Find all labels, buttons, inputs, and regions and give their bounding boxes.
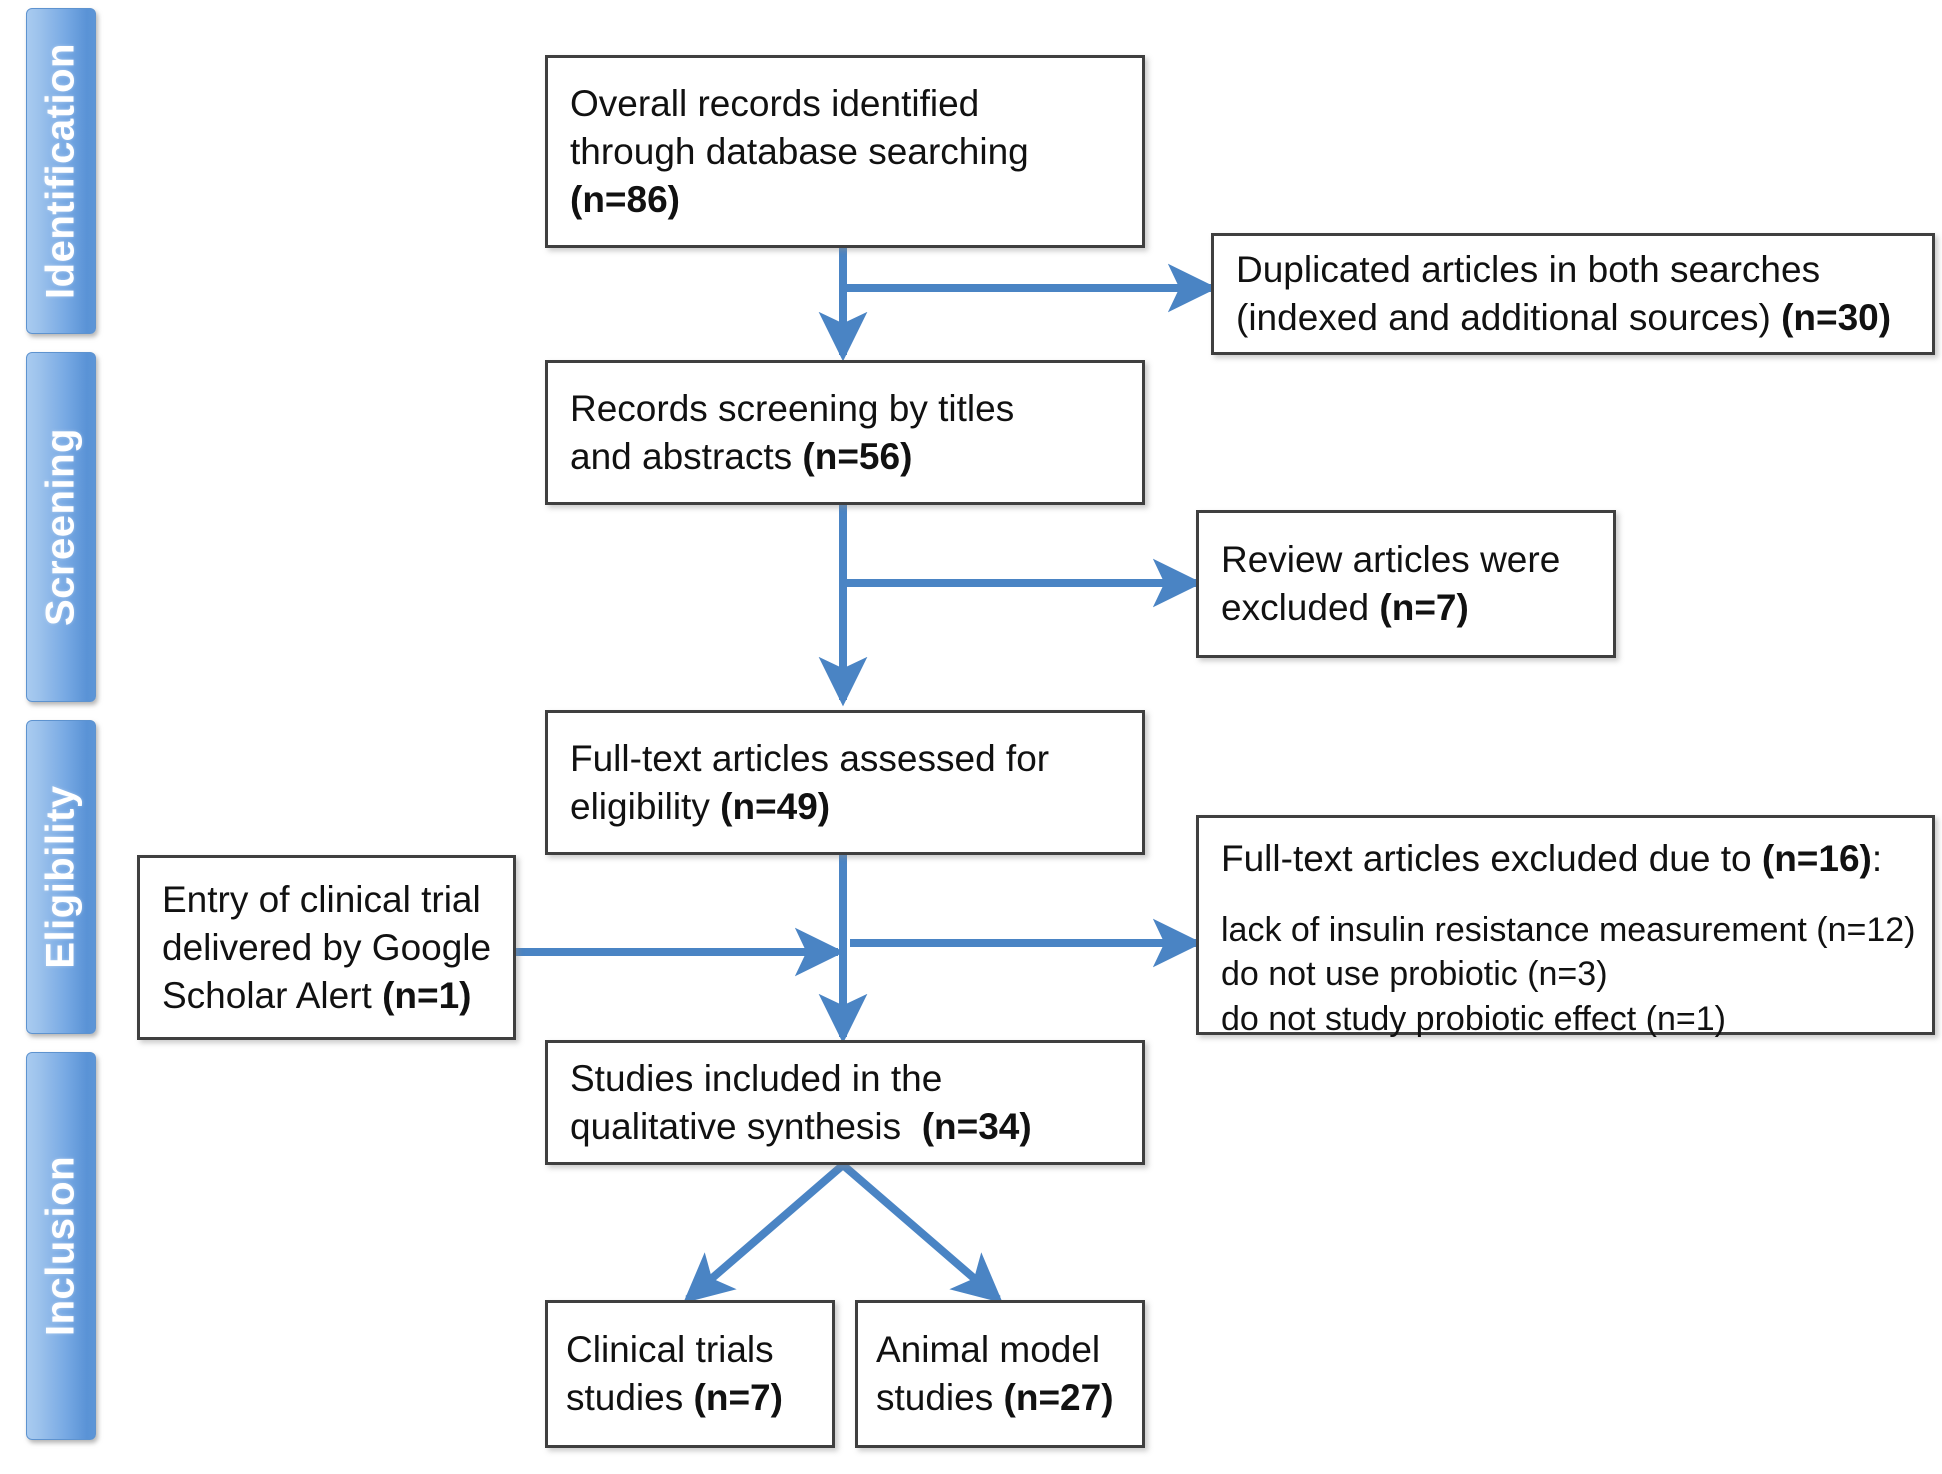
fulltext-excluded-heading: Full-text articles excluded due to (n=16…: [1221, 836, 1918, 882]
box-fulltext-excluded: Full-text articles excluded due to (n=16…: [1196, 815, 1935, 1038]
clinical-trials-count: (n=7): [693, 1377, 783, 1418]
box-records-identified-text: Overall records identified through datab…: [570, 79, 1128, 223]
google-alert-count: (n=1): [382, 974, 472, 1016]
arrow-included-to-clinical-trials: [683, 1161, 846, 1304]
stage-bar-identification: Identification: [26, 8, 96, 334]
box-fulltext-excluded-text: Full-text articles excluded due to (n=16…: [1221, 836, 1918, 1041]
google-alert-line3: Scholar Alert: [162, 974, 383, 1016]
duplicated-line1: Duplicated articles in both searches: [1236, 248, 1821, 290]
review-excluded-count: (n=7): [1379, 587, 1469, 628]
stage-label-screening: Screening: [38, 428, 83, 626]
exclusion-reason-1: lack of insulin resistance measurement (…: [1221, 911, 1916, 950]
clinical-trials-line1: Clinical trials: [566, 1328, 774, 1370]
fulltext-excluded-head-prefix: Full-text articles excluded due to: [1221, 838, 1762, 879]
arrow-included-to-animal-model: [840, 1161, 1003, 1304]
screening-line1: Records screening by titles: [570, 387, 1015, 429]
included-line2: qualitative synthesis: [570, 1105, 922, 1147]
box-records-screening-text: Records screening by titles and abstract…: [570, 384, 1128, 480]
exclusion-reason-2: do not use probiotic (n=3): [1221, 955, 1608, 994]
records-identified-line1: Overall records identified: [570, 82, 980, 124]
fulltext-assessed-count: (n=49): [720, 785, 831, 827]
box-animal-model-studies: Animal model studies (n=27): [855, 1300, 1145, 1448]
box-google-scholar-alert: Entry of clinical trial delivered by Goo…: [137, 855, 516, 1040]
duplicated-line2: (indexed and additional sources): [1236, 297, 1782, 338]
box-duplicated-articles: Duplicated articles in both searches (in…: [1211, 233, 1935, 355]
stage-label-eligibility: Eligibility: [38, 785, 83, 969]
fulltext-excluded-head-suffix: :: [1871, 838, 1883, 879]
animal-model-line2: studies: [876, 1377, 1004, 1418]
included-line1: Studies included in the: [570, 1057, 943, 1099]
box-review-articles-excluded: Review articles were excluded (n=7): [1196, 510, 1616, 658]
review-excluded-line1: Review articles were: [1221, 538, 1561, 580]
box-duplicated-articles-text: Duplicated articles in both searches (in…: [1236, 246, 1918, 342]
fulltext-assessed-line2: eligibility: [570, 785, 721, 827]
google-alert-line1: Entry of clinical trial: [162, 878, 481, 920]
stage-bar-screening: Screening: [26, 352, 96, 702]
duplicated-count: (n=30): [1781, 297, 1892, 338]
google-alert-line2: delivered by Google: [162, 926, 492, 968]
screening-count: (n=56): [802, 435, 913, 477]
stage-bar-eligibility: Eligibility: [26, 720, 96, 1034]
included-count: (n=34): [921, 1105, 1032, 1147]
box-fulltext-assessed-text: Full-text articles assessed for eligibil…: [570, 734, 1128, 830]
box-clinical-trials-studies: Clinical trials studies (n=7): [545, 1300, 835, 1448]
exclusion-reason-3: do not study probiotic effect (n=1): [1221, 999, 1726, 1038]
animal-model-count: (n=27): [1003, 1377, 1114, 1418]
fulltext-assessed-line1: Full-text articles assessed for: [570, 737, 1050, 779]
box-fulltext-assessed: Full-text articles assessed for eligibil…: [545, 710, 1145, 855]
box-studies-included: Studies included in the qualitative synt…: [545, 1040, 1145, 1165]
stage-label-identification: Identification: [38, 43, 83, 299]
fulltext-excluded-head-count: (n=16): [1761, 838, 1872, 879]
box-clinical-trials-studies-text: Clinical trials studies (n=7): [566, 1326, 818, 1422]
records-identified-count: (n=86): [570, 178, 681, 220]
clinical-trials-line2: studies: [566, 1377, 694, 1418]
box-google-scholar-alert-text: Entry of clinical trial delivered by Goo…: [162, 875, 499, 1019]
animal-model-line1: Animal model: [876, 1328, 1101, 1370]
screening-line2: and abstracts: [570, 435, 803, 477]
stage-label-inclusion: Inclusion: [38, 1155, 83, 1337]
stage-bar-inclusion: Inclusion: [26, 1052, 96, 1440]
box-studies-included-text: Studies included in the qualitative synt…: [570, 1054, 1128, 1150]
box-records-screening: Records screening by titles and abstract…: [545, 360, 1145, 505]
box-review-articles-excluded-text: Review articles were excluded (n=7): [1221, 536, 1599, 632]
records-identified-line2: through database searching: [570, 130, 1029, 172]
box-animal-model-studies-text: Animal model studies (n=27): [876, 1326, 1128, 1422]
review-excluded-line2: excluded: [1221, 587, 1380, 628]
box-records-identified: Overall records identified through datab…: [545, 55, 1145, 248]
